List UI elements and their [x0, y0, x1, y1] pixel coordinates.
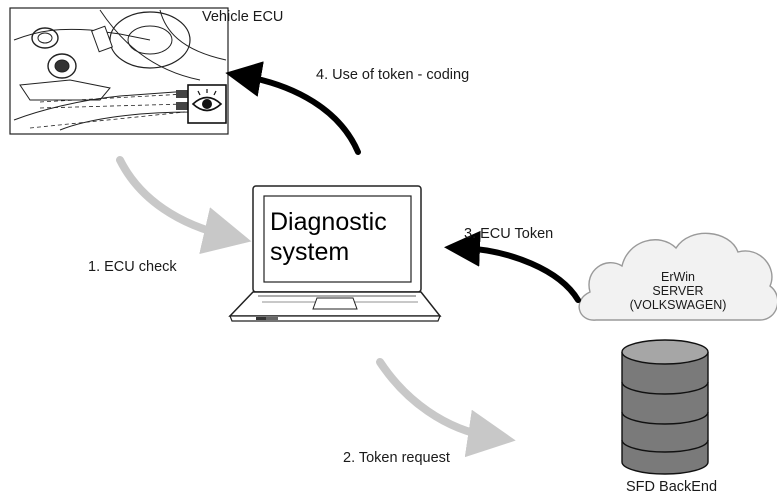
- arrow-ecu-check: [116, 156, 252, 255]
- server-label: ErWin SERVER (VOLKSWAGEN): [608, 270, 748, 312]
- diagnostic-system-line-1: Diagnostic: [270, 208, 387, 236]
- vehicle-ecu-label: Vehicle ECU: [202, 9, 284, 25]
- cloud-icon: [578, 232, 777, 321]
- step-1-label: 1. ECU check: [88, 259, 177, 275]
- diagnostic-system-label: Diagnostic system: [270, 207, 387, 267]
- step-4-label: 4. Use of token - coding: [316, 67, 470, 83]
- car-dashboard-illustration: [9, 7, 229, 135]
- arrow-use-of-token: [225, 61, 361, 155]
- diagnostic-system-line-2: system: [270, 238, 350, 266]
- server-line-3: (VOLKSWAGEN): [629, 298, 727, 312]
- laptop-icon: [228, 185, 442, 322]
- step-2-label: 2. Token request: [343, 450, 450, 466]
- step-3-label: 3. ECU Token: [464, 226, 554, 242]
- arrow-ecu-token: [444, 230, 581, 303]
- arrow-token-request: [376, 358, 516, 458]
- database-icon: [621, 339, 709, 475]
- eye-icon: [187, 84, 227, 124]
- backend-label: SFD BackEnd: [626, 479, 718, 495]
- server-line-2: SERVER: [652, 284, 704, 298]
- server-line-1: ErWin: [660, 270, 696, 284]
